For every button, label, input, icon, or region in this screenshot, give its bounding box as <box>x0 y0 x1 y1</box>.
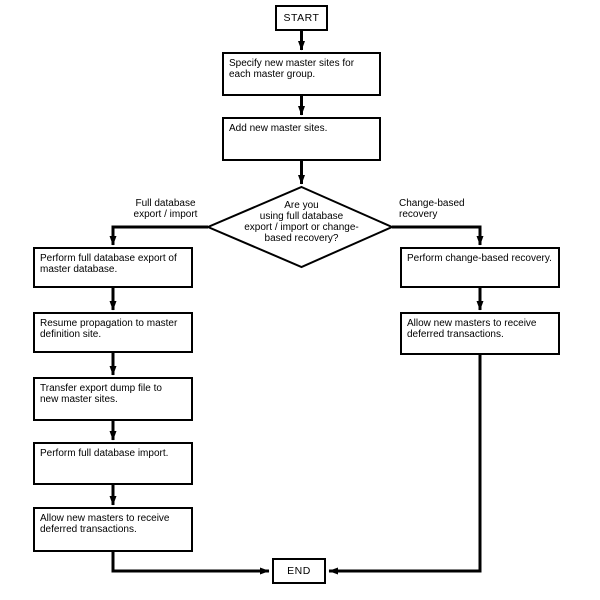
step-perform-full-database-export: Perform full database export of master d… <box>33 247 193 288</box>
decision-diamond-shape <box>205 185 395 269</box>
decision-text: Are you using full database export / imp… <box>244 200 359 244</box>
step-allow-deferred-transactions-right: Allow new masters to receive deferred tr… <box>400 312 560 355</box>
branch-label-full-export-import: Full database export / import <box>133 198 198 220</box>
end-node: END <box>272 558 326 584</box>
arrow-allow-left-to-end <box>111 552 270 575</box>
step-transfer-export-dump-file: Transfer export dump file to new master … <box>33 377 193 421</box>
arrow-decision-to-change-recovery <box>392 225 484 246</box>
step-resume-propagation: Resume propagation to master definition … <box>33 312 193 353</box>
arrow-allow-right-to-end <box>328 355 482 575</box>
step-specify-new-master-sites: Specify new master sites for each master… <box>222 52 381 96</box>
step-add-new-master-sites: Add new master sites. <box>222 117 381 161</box>
arrow-decision-to-full-export <box>109 225 208 246</box>
branch-label-change-based-recovery: Change-based recovery <box>399 198 465 220</box>
step-perform-change-based-recovery: Perform change-based recovery. <box>400 247 560 288</box>
step-perform-full-database-import: Perform full database import. <box>33 442 193 485</box>
step-allow-deferred-transactions-left: Allow new masters to receive deferred tr… <box>33 507 193 552</box>
start-node: START <box>275 5 328 31</box>
